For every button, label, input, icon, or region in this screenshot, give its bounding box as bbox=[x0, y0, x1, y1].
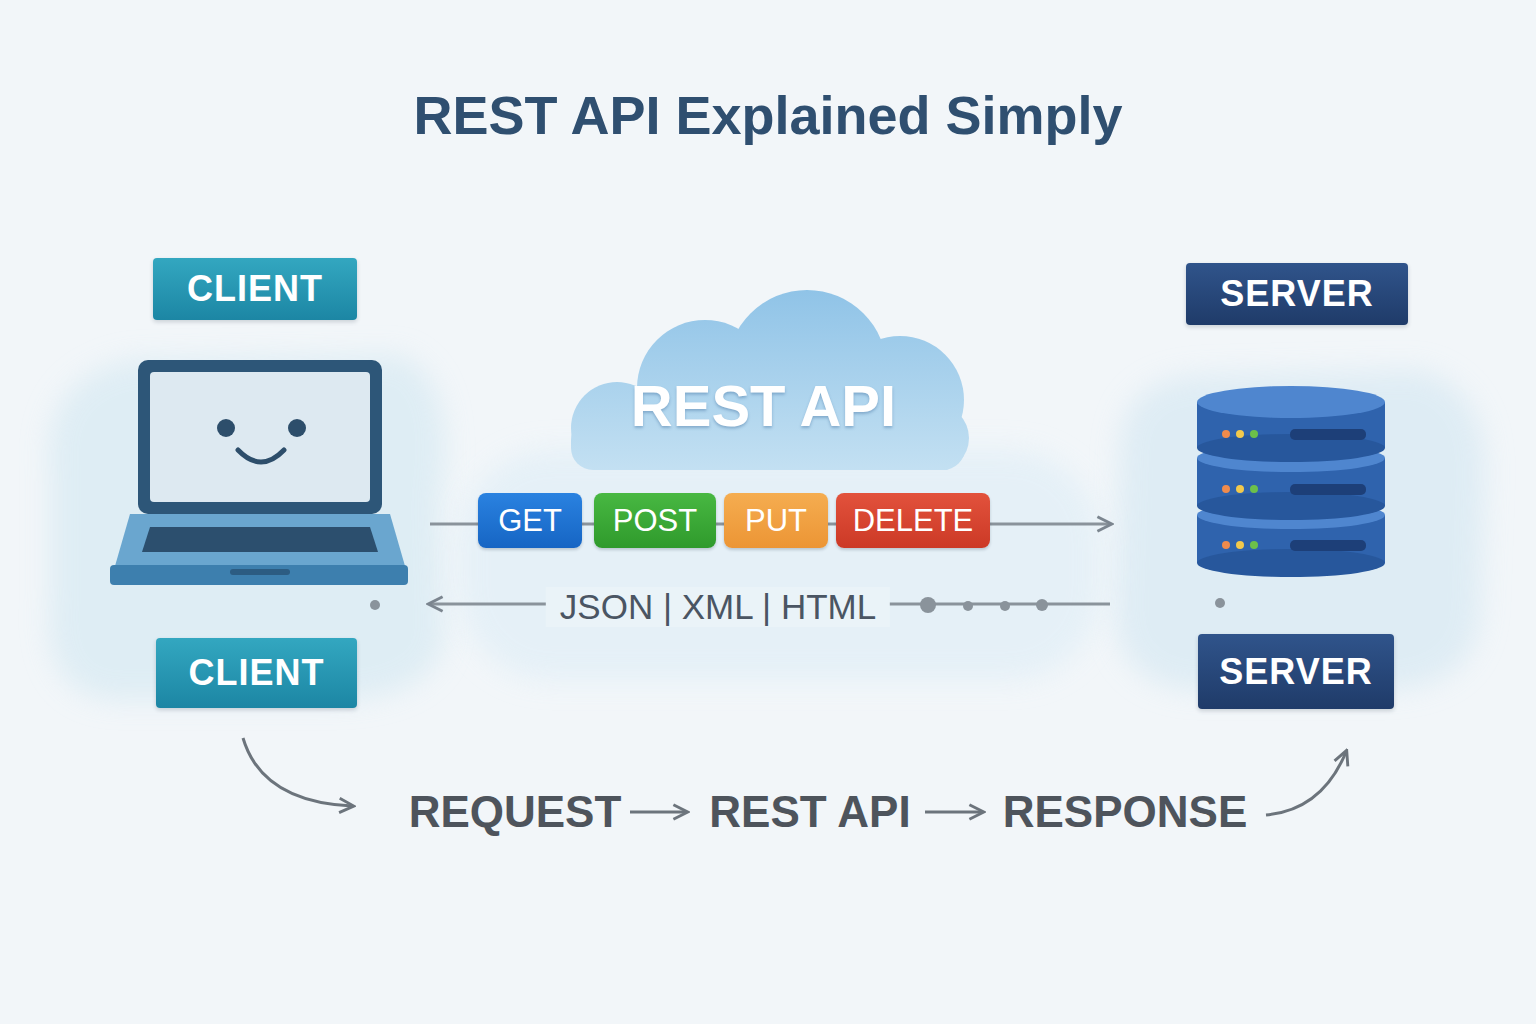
db-led bbox=[1250, 430, 1258, 438]
method-pill: POST bbox=[594, 493, 716, 548]
cloud-title: REST API bbox=[555, 372, 972, 439]
server-group: SERVER SERVER bbox=[1110, 255, 1510, 720]
flow-arrow bbox=[925, 811, 982, 814]
method-name: GET bbox=[498, 503, 562, 539]
db-top bbox=[1197, 386, 1385, 418]
db-led bbox=[1222, 430, 1230, 438]
line-end-dot bbox=[370, 600, 380, 610]
laptop-slot bbox=[230, 569, 290, 575]
server-badge: SERVER bbox=[1186, 263, 1408, 325]
database-illustration bbox=[1197, 386, 1385, 577]
db-slot bbox=[1290, 484, 1366, 495]
flow-arrow bbox=[630, 811, 686, 814]
db-led bbox=[1250, 541, 1258, 549]
flow-step-label: RESPONSE bbox=[995, 787, 1255, 837]
dot bbox=[963, 601, 973, 611]
flow-step-label: REST API bbox=[700, 787, 920, 837]
laptop-keyboard bbox=[142, 527, 378, 552]
method-name: DELETE bbox=[853, 503, 974, 539]
db-bottom bbox=[1197, 492, 1385, 520]
dot bbox=[1036, 599, 1048, 611]
server-badge: SERVER bbox=[1198, 634, 1394, 709]
flow-step-label: REQUEST bbox=[400, 787, 630, 837]
laptop-illustration bbox=[110, 360, 408, 585]
api-cloud: REST API bbox=[555, 288, 972, 470]
db-slot bbox=[1290, 540, 1366, 551]
client-group: CLIENT CLIENT bbox=[40, 250, 430, 720]
method-pill: GET bbox=[478, 493, 582, 548]
db-led bbox=[1222, 541, 1230, 549]
method-pill: PUT bbox=[724, 493, 828, 548]
method-name: PUT bbox=[745, 503, 807, 539]
db-led bbox=[1250, 485, 1258, 493]
laptop-deck bbox=[115, 514, 405, 566]
laptop-smile bbox=[238, 450, 284, 462]
curved-arrow bbox=[1266, 752, 1346, 815]
method-pill: DELETE bbox=[836, 493, 990, 548]
middle-band bbox=[460, 450, 1100, 680]
db-bottom bbox=[1197, 549, 1385, 577]
db-led bbox=[1236, 541, 1244, 549]
curved-arrow bbox=[243, 738, 352, 806]
client-badge: CLIENT bbox=[156, 638, 357, 708]
db-led bbox=[1236, 485, 1244, 493]
laptop-eye bbox=[217, 419, 235, 437]
db-led bbox=[1222, 485, 1230, 493]
method-name: POST bbox=[613, 503, 697, 539]
laptop-bezel bbox=[138, 360, 382, 514]
edge-label: JSON | XML | HTML bbox=[546, 587, 890, 627]
laptop-screen bbox=[150, 372, 370, 502]
laptop-eye bbox=[288, 419, 306, 437]
db-led bbox=[1236, 430, 1244, 438]
db-slot bbox=[1290, 429, 1366, 440]
dot bbox=[1000, 601, 1010, 611]
laptop-front bbox=[110, 565, 408, 585]
client-badge: CLIENT bbox=[153, 258, 357, 320]
page-title: REST API Explained Simply bbox=[0, 84, 1536, 146]
response-dots bbox=[920, 597, 1048, 613]
dot bbox=[920, 597, 936, 613]
line-end-dot bbox=[1215, 598, 1225, 608]
